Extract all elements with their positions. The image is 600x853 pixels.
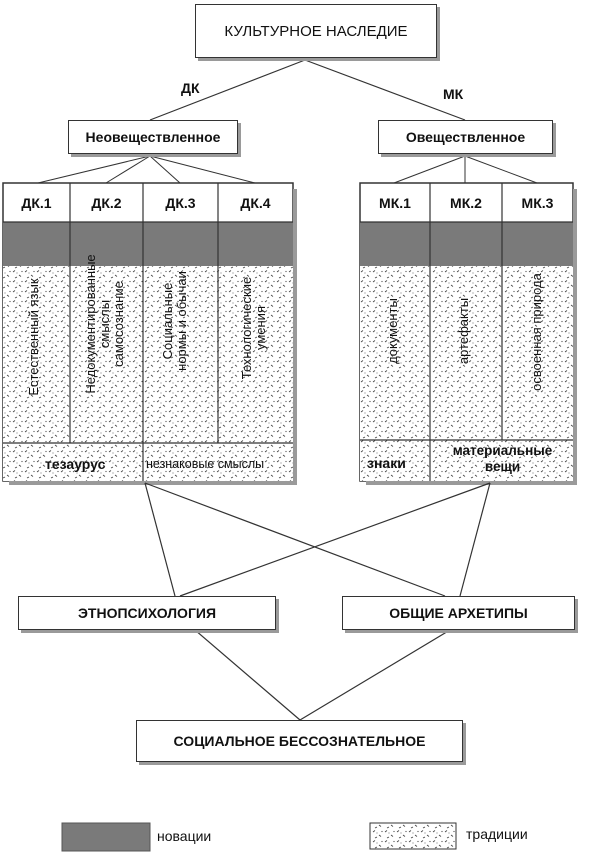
bottom-signs: знаки — [367, 455, 406, 471]
bottom-material-things: материальные вещи — [452, 443, 553, 474]
branch-right-box: Овеществленное — [378, 120, 553, 154]
bottom-nonsign-meanings: незнаковые смыслы — [146, 457, 265, 471]
column-mk2-text: артефакты — [456, 297, 471, 365]
ethnopsychology-label: ЭТНОПСИХОЛОГИЯ — [77, 605, 217, 621]
branch-tag-right: МК — [443, 86, 464, 102]
header-mk1: МК.1 — [379, 195, 411, 211]
right-table-frame — [359, 182, 574, 482]
header-mk2: МК.2 — [450, 195, 482, 211]
legend-tradition-swatch — [369, 822, 457, 850]
branch-left-box: Неовеществленное — [68, 120, 238, 154]
branch-right-label: Овеществленное — [405, 129, 526, 145]
header-dk3: ДК.3 — [165, 195, 196, 211]
archetypes-label: ОБЩИЕ АРХЕТИПЫ — [389, 605, 528, 621]
branch-tag-left: ДК — [181, 80, 200, 96]
column-dk4-text: Технологические умения — [239, 276, 268, 380]
header-mk3: МК.3 — [521, 195, 554, 211]
column-dk2-text: Недокументированные смыслы самосознание — [83, 254, 126, 394]
legend-tradition-label: традиции — [466, 826, 528, 842]
ethnopsychology-box: ЭТНОПСИХОЛОГИЯ — [18, 596, 276, 630]
bottom-thesaurus: тезаурус — [45, 456, 106, 472]
column-dk1-text: Естественный язык — [26, 278, 41, 396]
column-mk3-text: освоенная природа — [529, 273, 544, 391]
root-box: КУЛЬТУРНОЕ НАСЛЕДИЕ — [195, 4, 437, 58]
header-dk4: ДК.4 — [240, 195, 271, 211]
archetypes-box: ОБЩИЕ АРХЕТИПЫ — [342, 596, 575, 630]
column-mk1-text: документы — [385, 298, 400, 364]
branch-left-label: Неовеществленное — [85, 129, 221, 145]
column-dk3-text: Социальные нормы и обычаи — [160, 271, 189, 371]
root-label: КУЛЬТУРНОЕ НАСЛЕДИЕ — [224, 22, 408, 40]
header-dk2: ДК.2 — [91, 195, 122, 211]
base-label: СОЦИАЛЬНОЕ БЕССОЗНАТЕЛЬНОЕ — [173, 733, 426, 749]
header-dk1: ДК.1 — [21, 195, 52, 211]
base-box: СОЦИАЛЬНОЕ БЕССОЗНАТЕЛЬНОЕ — [136, 720, 463, 762]
legend-innovation-label: новации — [157, 828, 212, 844]
legend-innovation-swatch — [61, 822, 151, 852]
